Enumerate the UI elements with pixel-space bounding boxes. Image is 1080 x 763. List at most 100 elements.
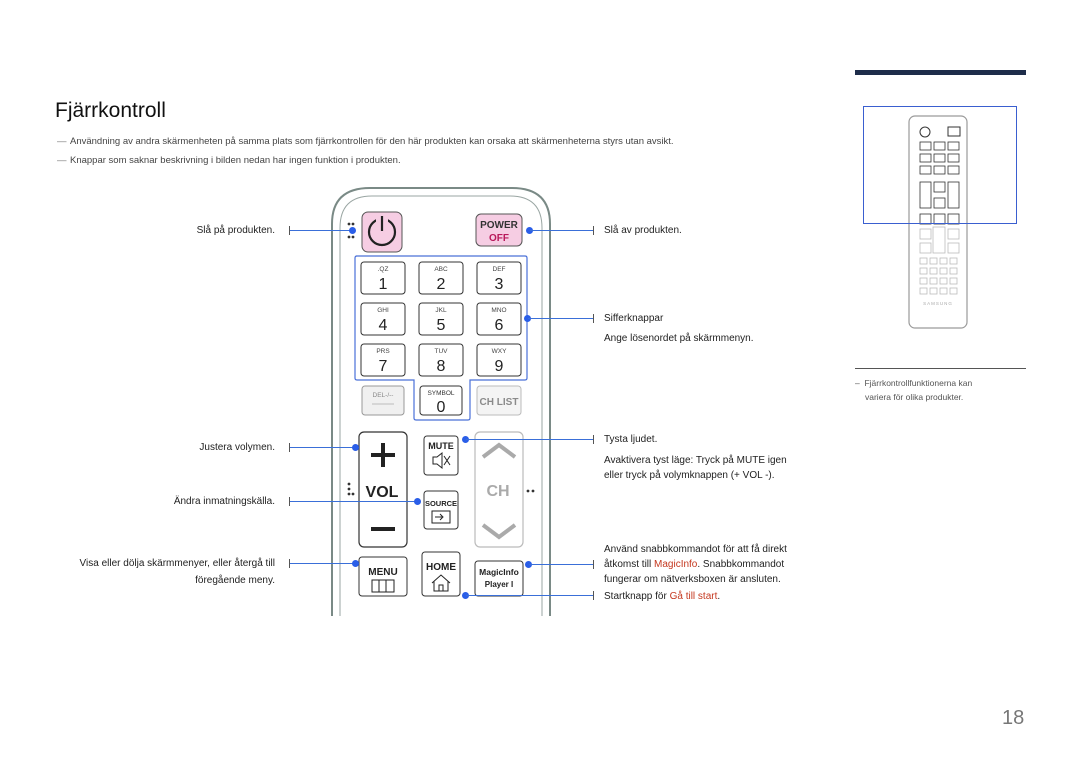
callout-line-volume bbox=[290, 447, 353, 448]
callout-line-home bbox=[466, 595, 593, 596]
del-label: DEL-/-- bbox=[373, 392, 394, 399]
magicinfo-label-2: Player I bbox=[485, 580, 513, 589]
callout-line-menu bbox=[290, 563, 353, 564]
mini-key bbox=[933, 181, 946, 193]
mini-key bbox=[919, 257, 928, 265]
mini-key bbox=[919, 267, 928, 275]
mini-key bbox=[949, 267, 958, 275]
callout-tick-home bbox=[593, 591, 594, 600]
del-button: DEL-/-- bbox=[361, 385, 405, 416]
mini-key bbox=[919, 181, 932, 209]
remote-body bbox=[331, 187, 551, 616]
label-volume: Justera volymen. bbox=[199, 442, 275, 453]
chlist-label: CH LIST bbox=[480, 397, 519, 408]
callout-line-power-off bbox=[530, 230, 593, 231]
label-menu-1: Visa eller dölja skärmmenyer, eller åter… bbox=[79, 558, 275, 569]
ir-dots-mid bbox=[347, 482, 355, 496]
mini-key bbox=[929, 257, 938, 265]
number-key-letters: DEF bbox=[493, 266, 506, 273]
mini-note-dash: – bbox=[855, 378, 860, 388]
source-button: SOURCE bbox=[423, 490, 459, 530]
mini-key bbox=[933, 141, 946, 151]
mini-note-rule bbox=[855, 368, 1026, 369]
number-key-letters: .QZ bbox=[378, 266, 389, 273]
label-mute: Tysta ljudet. bbox=[604, 434, 658, 445]
mini-key bbox=[947, 141, 960, 151]
mini-key bbox=[933, 213, 946, 225]
remote-body-inner bbox=[339, 195, 543, 616]
number-key-digit: 5 bbox=[437, 317, 446, 334]
number-key-letters: JKL bbox=[435, 307, 447, 314]
label-magicinfo-1: Använd snabbkommandot för att få direkt bbox=[604, 544, 787, 555]
mini-key bbox=[947, 181, 960, 209]
number-key-letters: MNO bbox=[491, 307, 506, 314]
number-key-digit: 2 bbox=[437, 276, 446, 293]
mute-label: MUTE bbox=[428, 441, 454, 451]
callout-dot-source bbox=[414, 498, 421, 505]
callout-line-power-on bbox=[290, 230, 350, 231]
power-off-label-1: POWER bbox=[480, 220, 519, 231]
label-digits: Sifferknappar bbox=[604, 313, 664, 324]
number-key-digit: 7 bbox=[379, 358, 388, 375]
callout-line-magicinfo bbox=[529, 564, 593, 565]
number-key-letters: WXY bbox=[492, 348, 507, 355]
menu-label: MENU bbox=[368, 567, 397, 578]
home-label: HOME bbox=[426, 562, 456, 573]
callout-dot-digits bbox=[524, 315, 531, 322]
power-off-button: POWER OFF bbox=[475, 213, 523, 247]
page-title: Fjärrkontroll bbox=[55, 99, 166, 122]
number-key-letters: PRS bbox=[376, 348, 390, 355]
callout-dot-home bbox=[462, 592, 469, 599]
number-key-letters: TUV bbox=[435, 348, 449, 355]
number-key-digit: 8 bbox=[437, 358, 446, 375]
mini-key bbox=[939, 257, 948, 265]
mini-key bbox=[932, 226, 946, 254]
note-1: ―Användning av andra skärmenheten på sam… bbox=[57, 136, 674, 147]
mini-key bbox=[919, 141, 932, 151]
mini-remote-highlight-frame bbox=[863, 106, 1017, 224]
label-source: Ändra inmatningskälla. bbox=[173, 496, 275, 507]
mini-key bbox=[919, 165, 932, 175]
note-1-text: Användning av andra skärmenheten på samm… bbox=[70, 136, 674, 147]
callout-tick-source bbox=[289, 497, 290, 506]
remote-illustration: POWER OFF .QZ1ABC2DEF3GHI4JKL5MNO6PRS7TU… bbox=[331, 187, 551, 616]
note-2-text: Knappar som saknar beskrivning i bilden … bbox=[70, 155, 401, 166]
callout-tick-volume bbox=[289, 443, 290, 452]
mini-note-line-1: Fjärrkontrollfunktionerna kan bbox=[864, 378, 973, 388]
mini-key bbox=[929, 287, 938, 295]
power-on-button bbox=[361, 211, 403, 253]
mini-remote-brand: SAMSUNG bbox=[923, 301, 953, 306]
ir-dots-top bbox=[347, 222, 355, 239]
label-home: Startknapp för Gå till start. bbox=[604, 591, 721, 602]
number-key-letters: ABC bbox=[434, 266, 448, 273]
mini-key bbox=[919, 277, 928, 285]
source-label: SOURCE bbox=[425, 499, 457, 508]
mini-key bbox=[933, 165, 946, 175]
mini-key bbox=[929, 267, 938, 275]
number-key-digit: 6 bbox=[495, 317, 504, 334]
zero-digit: 0 bbox=[437, 399, 446, 416]
label-power-off: Slå av produkten. bbox=[604, 225, 682, 236]
mini-key bbox=[933, 197, 946, 209]
callout-dot-volume bbox=[352, 444, 359, 451]
ch-label: CH bbox=[486, 483, 509, 500]
callout-dot-menu bbox=[352, 560, 359, 567]
label-menu-2: föregående meny. bbox=[195, 575, 275, 586]
label-digits-desc: Ange lösenordet på skärmmenyn. bbox=[604, 333, 754, 344]
symbol-label: SYMBOL bbox=[427, 390, 454, 397]
mini-note: – Fjärrkontrollfunktionerna kan variera … bbox=[855, 376, 972, 404]
mini-key bbox=[919, 228, 932, 240]
number-key-1: .QZ1 bbox=[360, 261, 406, 295]
callout-tick-menu bbox=[289, 559, 290, 568]
mini-key bbox=[949, 287, 958, 295]
mini-key bbox=[947, 228, 960, 240]
callout-dot-mute bbox=[462, 436, 469, 443]
chlist-button: CH LIST bbox=[476, 385, 522, 416]
symbol-zero-button: SYMBOL 0 bbox=[419, 385, 463, 416]
callout-dot-power-off bbox=[526, 227, 533, 234]
label-magicinfo-3: fungerar om nätverksboxen är ansluten. bbox=[604, 574, 781, 585]
number-key-7: PRS 7 bbox=[360, 343, 406, 377]
mini-key bbox=[949, 277, 958, 285]
label-magicinfo-2: åtkomst till MagicInfo. Snabbkommandot bbox=[604, 559, 785, 570]
